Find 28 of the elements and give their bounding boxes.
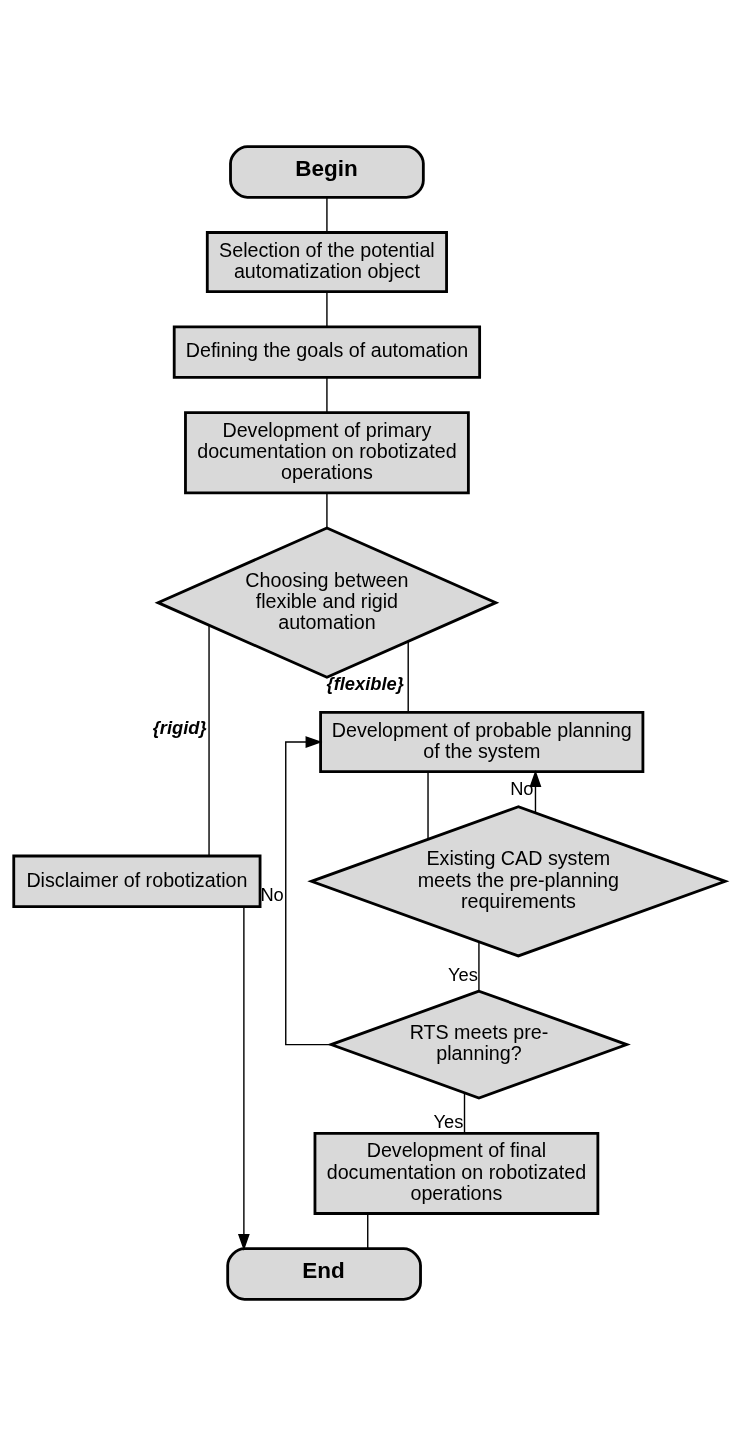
- edge-label: No: [510, 777, 534, 798]
- node-box: Selection of the potential automatization object: [205, 230, 448, 293]
- edge-label: No: [260, 883, 284, 905]
- node-box: Defining the goals of automation: [172, 324, 482, 379]
- node-box: End: [226, 1246, 422, 1301]
- edge-label: Yes: [433, 1110, 464, 1132]
- arrow: [237, 905, 250, 1251]
- connector: [478, 940, 480, 991]
- node-diamond: Existing CAD system meets the pre-planning requirements: [307, 804, 730, 957]
- edge-label: Yes: [447, 963, 478, 985]
- node-box: Development of final documentation on robotizated operations: [313, 1131, 600, 1215]
- node-diamond: RTS meets pre-planning?: [327, 989, 631, 1100]
- connector: [463, 1091, 466, 1134]
- connector: [208, 624, 210, 857]
- edge-label: {rigid}: [152, 716, 207, 738]
- connector: [326, 376, 328, 413]
- connector: [367, 1212, 369, 1249]
- node-box: Begin: [229, 144, 425, 199]
- arrow: [285, 735, 332, 1045]
- connector: [326, 290, 328, 327]
- node-box: Development of primary documentation on robotizated operations: [184, 410, 470, 494]
- connector: [427, 771, 429, 840]
- arrow: [529, 769, 542, 814]
- connector: [326, 196, 328, 233]
- node-box: Development of probable planning of the system: [319, 710, 645, 773]
- node-box: Disclaimer of robotization: [12, 854, 262, 908]
- connector: [407, 640, 409, 713]
- connector: [326, 491, 328, 528]
